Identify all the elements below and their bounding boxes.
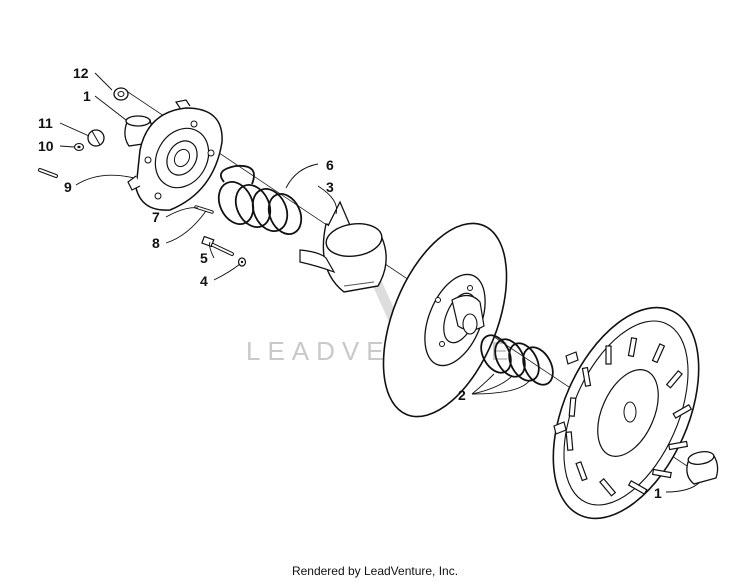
pin-part-8[interactable] xyxy=(194,205,214,214)
callout-12: 12 xyxy=(73,65,89,81)
footer-credit: Rendered by LeadVenture, Inc. xyxy=(291,564,459,578)
nut-part-12[interactable] xyxy=(113,87,129,101)
callout-5: 5 xyxy=(200,250,208,266)
callout-3: 3 xyxy=(326,179,334,195)
callout-9: 9 xyxy=(64,179,72,195)
callout-1-bottom: 1 xyxy=(654,485,662,501)
fixed-sheave[interactable] xyxy=(524,285,728,540)
sleeve-part-3[interactable] xyxy=(299,200,387,293)
pin-part-9[interactable] xyxy=(38,168,58,178)
spring-part-2[interactable] xyxy=(475,330,559,390)
moving-sheave[interactable] xyxy=(359,206,532,434)
washer-part-10[interactable] xyxy=(73,142,85,152)
callout-labels: 12 1 11 10 9 7 8 6 3 5 4 2 1 xyxy=(38,65,662,501)
spider-cam-plate[interactable] xyxy=(127,99,223,211)
bushing-part-1-bottom[interactable] xyxy=(686,450,719,485)
cooling-fins xyxy=(565,337,693,497)
roller-part-11[interactable] xyxy=(87,129,105,147)
nut-part-4[interactable] xyxy=(237,257,247,267)
callout-7: 7 xyxy=(152,209,160,225)
leader-lines xyxy=(59,72,701,493)
callout-8: 8 xyxy=(152,235,160,251)
callout-6: 6 xyxy=(326,157,334,173)
bolt-part-5[interactable] xyxy=(201,235,234,256)
callout-4: 4 xyxy=(200,273,208,289)
callout-2: 2 xyxy=(458,387,466,403)
callout-11: 11 xyxy=(38,115,53,131)
spring-part-6[interactable] xyxy=(212,164,307,240)
callout-10: 10 xyxy=(38,138,54,154)
callout-1-top: 1 xyxy=(83,88,91,104)
